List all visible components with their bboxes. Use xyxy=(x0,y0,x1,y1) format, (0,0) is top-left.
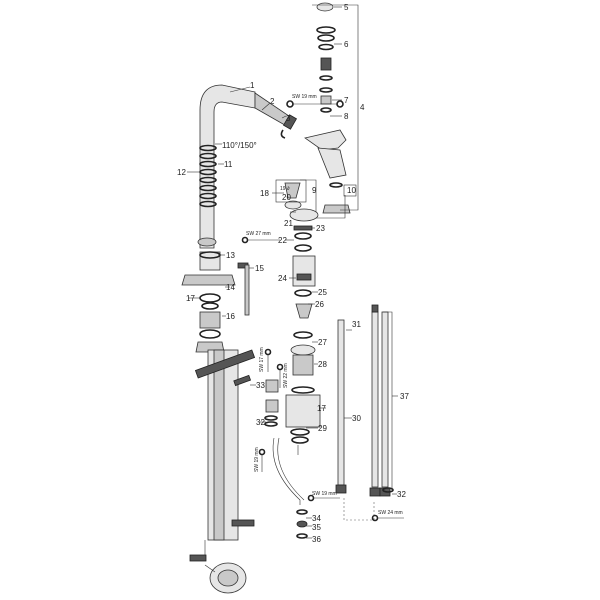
label-part-37: 37 xyxy=(400,392,409,401)
label-part-1: 1 xyxy=(250,81,255,90)
label-part-23: 23 xyxy=(316,224,325,233)
label-part-30: 30 xyxy=(352,414,361,423)
label-part-33: 33 xyxy=(256,381,265,390)
label-part-2: 2 xyxy=(270,97,275,106)
label-part-25: 25 xyxy=(318,288,327,297)
angle-annotation: 110°/150° xyxy=(222,141,257,150)
sw17-annotation: SW 17 mm xyxy=(259,347,265,372)
sw27-annotation: SW 27 mm xyxy=(246,231,271,237)
sw19-bottom-annotation: SW 19 mm xyxy=(312,491,337,497)
supply-hoses xyxy=(335,304,394,521)
label-part-8: 8 xyxy=(344,112,349,121)
label-part-17b: 17 xyxy=(317,404,326,413)
label-part-24: 24 xyxy=(278,274,287,283)
label-part-31: 31 xyxy=(352,320,361,329)
label-part-28: 28 xyxy=(318,360,327,369)
label-part-4: 4 xyxy=(360,103,365,112)
label-part-3: 3 xyxy=(286,114,291,123)
label-part-10: 10 xyxy=(347,186,356,195)
label-part-32a: 32 xyxy=(256,418,265,427)
wrench-symbols xyxy=(241,236,404,522)
box-10 xyxy=(343,184,357,197)
part-number-labels: 1 2 3 4 5 6 7 8 9 10 11 12 13 14 15 16 1… xyxy=(177,3,409,544)
label-part-14: 14 xyxy=(226,283,235,292)
label-part-21: 21 xyxy=(284,219,293,228)
label-part-29: 29 xyxy=(318,424,327,433)
annotations: 110°/150° SW 19 mm SW 27 mm SW 17 mm SW … xyxy=(222,94,403,516)
label-part-18: 18 xyxy=(260,189,269,198)
torque-note: 19 ∂ xyxy=(280,186,290,192)
label-part-16: 16 xyxy=(226,312,235,321)
label-part-15: 15 xyxy=(255,264,264,273)
label-part-6: 6 xyxy=(344,40,349,49)
sw22-annotation: SW 22 mm xyxy=(283,363,289,388)
label-part-35: 35 xyxy=(312,523,321,532)
label-part-12: 12 xyxy=(177,168,186,177)
label-part-34: 34 xyxy=(312,514,321,523)
box-19-20 xyxy=(275,179,307,203)
label-part-11: 11 xyxy=(224,160,233,169)
label-part-7: 7 xyxy=(344,96,349,105)
label-part-13: 13 xyxy=(226,251,235,260)
sw19-left-annotation: SW 19 mm xyxy=(254,447,260,472)
label-part-5: 5 xyxy=(344,3,349,12)
sw19-top-annotation: SW 19 mm xyxy=(292,94,317,100)
label-part-36: 36 xyxy=(312,535,321,544)
spout-assembly xyxy=(181,84,298,594)
spring-coil xyxy=(199,144,217,208)
handle-assembly xyxy=(286,2,359,219)
label-part-22: 22 xyxy=(278,236,287,245)
label-part-27: 27 xyxy=(318,338,327,347)
label-part-9: 9 xyxy=(312,186,317,195)
cartridge-assembly xyxy=(233,182,321,539)
leader-lines xyxy=(187,6,398,539)
label-part-17a: 17 xyxy=(186,294,195,303)
label-part-20: 20 xyxy=(282,193,291,202)
sw24-annotation: SW 24 mm xyxy=(378,510,403,516)
label-part-26: 26 xyxy=(315,300,324,309)
label-part-32b: 32 xyxy=(397,490,406,499)
